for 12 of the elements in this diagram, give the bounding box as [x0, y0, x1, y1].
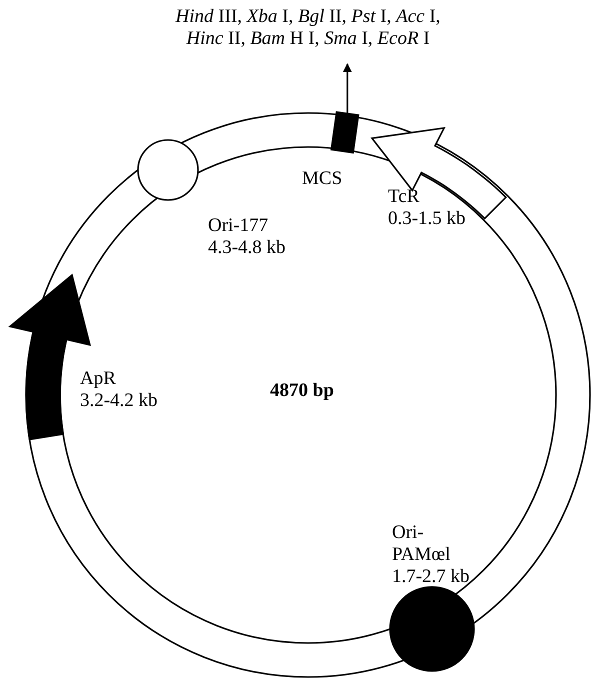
feature-label: TcR [388, 186, 420, 208]
site-list: Hind III, Xba I, Bgl II, Pst I, Acc I, Hinc II, Bam H I, Sma I, EcoR I [158, 6, 458, 50]
range-label: 0.3-1.5 kb [388, 208, 466, 230]
range-label: 4.3-4.8 kb [208, 236, 286, 259]
feature-label: MCS [302, 168, 342, 190]
feature-label: Ori-PAMœl [392, 522, 452, 566]
size-label: 4870 bp [270, 380, 334, 402]
range-label: 3.2-4.2 kb [80, 390, 158, 412]
feature-label: ApR [80, 368, 116, 390]
feature-label: Ori-177 [208, 214, 268, 237]
range-label: 1.7-2.7 kb [392, 566, 470, 588]
arrow [342, 63, 352, 115]
